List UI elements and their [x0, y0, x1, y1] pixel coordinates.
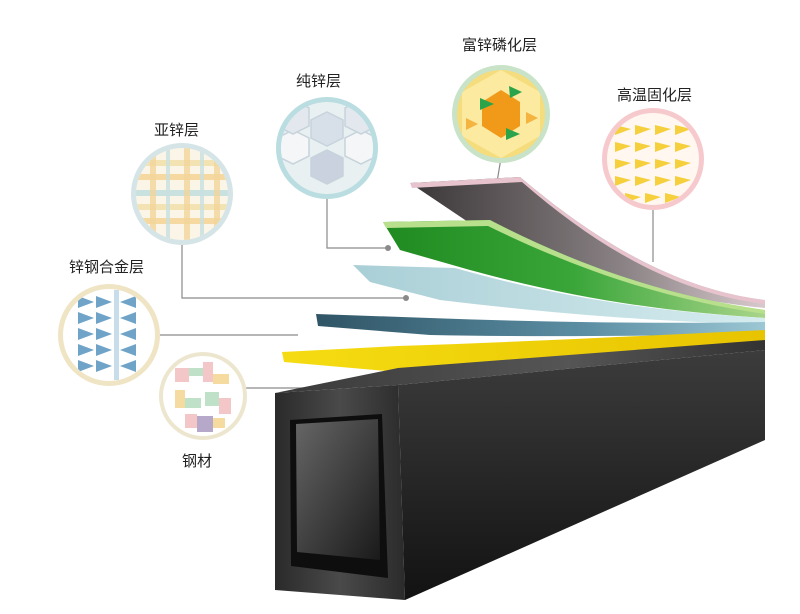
- layer-label-gw: 高温固化层: [617, 86, 693, 104]
- texture-circle-gc: [159, 352, 247, 440]
- layer-label-yx: 亚锌层: [154, 121, 200, 139]
- steel-tube-side: [398, 350, 765, 600]
- texture-circle-xg: [58, 284, 160, 386]
- steel-tube-inner: [296, 419, 380, 560]
- layer-edge-cx: [383, 220, 765, 314]
- layer-label-gc: 钢材: [182, 452, 213, 470]
- layer-strip-fzn: [410, 177, 765, 308]
- steel-tube-top: [275, 340, 765, 393]
- layer-strip-yx: [353, 265, 765, 324]
- texture-circle-yx: [131, 143, 233, 245]
- layer-label-cx: 纯锌层: [296, 72, 342, 90]
- layer-label-fzn: 富锌磷化层: [462, 36, 538, 54]
- texture-circle-fzn: [452, 65, 550, 163]
- layer-strip-xg: [316, 314, 765, 337]
- texture-circle-gw: [602, 108, 704, 210]
- leader-lines: [155, 157, 654, 389]
- leader-line-yx: [181, 240, 406, 299]
- texture-circle-cx: [276, 97, 378, 199]
- leader-line-cx: [326, 194, 388, 249]
- layer-strip-gc: [282, 330, 765, 372]
- layer-label-xg: 锌钢合金层: [69, 258, 145, 276]
